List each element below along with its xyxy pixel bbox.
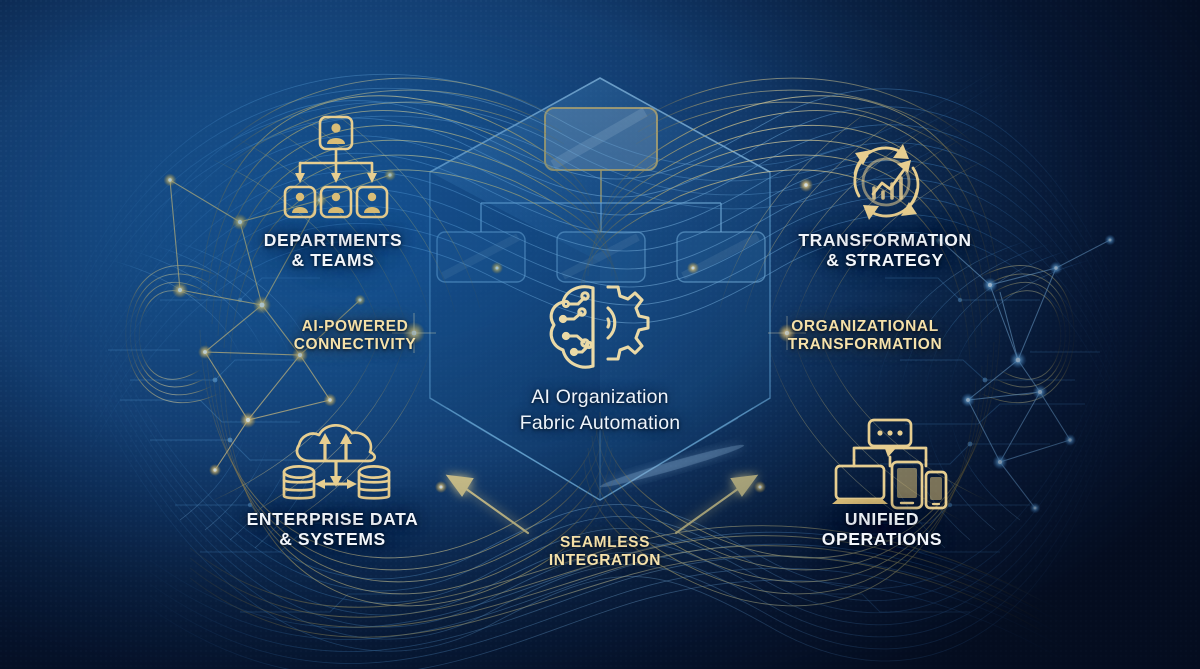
label-ai-powered-connectivity: AI-POWERED CONNECTIVITY (293, 318, 417, 354)
label-seamless-integration: SEAMLESS INTEGRATION (548, 534, 662, 570)
brain-gear-icon (549, 285, 650, 369)
label-unified-operations: UNIFIED OPERATIONS (821, 509, 943, 550)
label-transformation: TRANSFORMATION & STRATEGY (798, 230, 972, 271)
cloud-database-icon (282, 424, 391, 500)
label-organizational-transformation: ORGANIZATIONAL TRANSFORMATION (787, 318, 943, 354)
org-chart-people-icon (283, 115, 389, 219)
multi-device-chat-icon (832, 418, 948, 510)
cycle-growth-chart-icon (853, 144, 920, 220)
label-departments: DEPARTMENTS & TEAMS (263, 230, 403, 271)
center-title: AI Organization Fabric Automation (519, 386, 681, 434)
label-enterprise-data: ENTERPRISE DATA & SYSTEMS (246, 509, 419, 550)
